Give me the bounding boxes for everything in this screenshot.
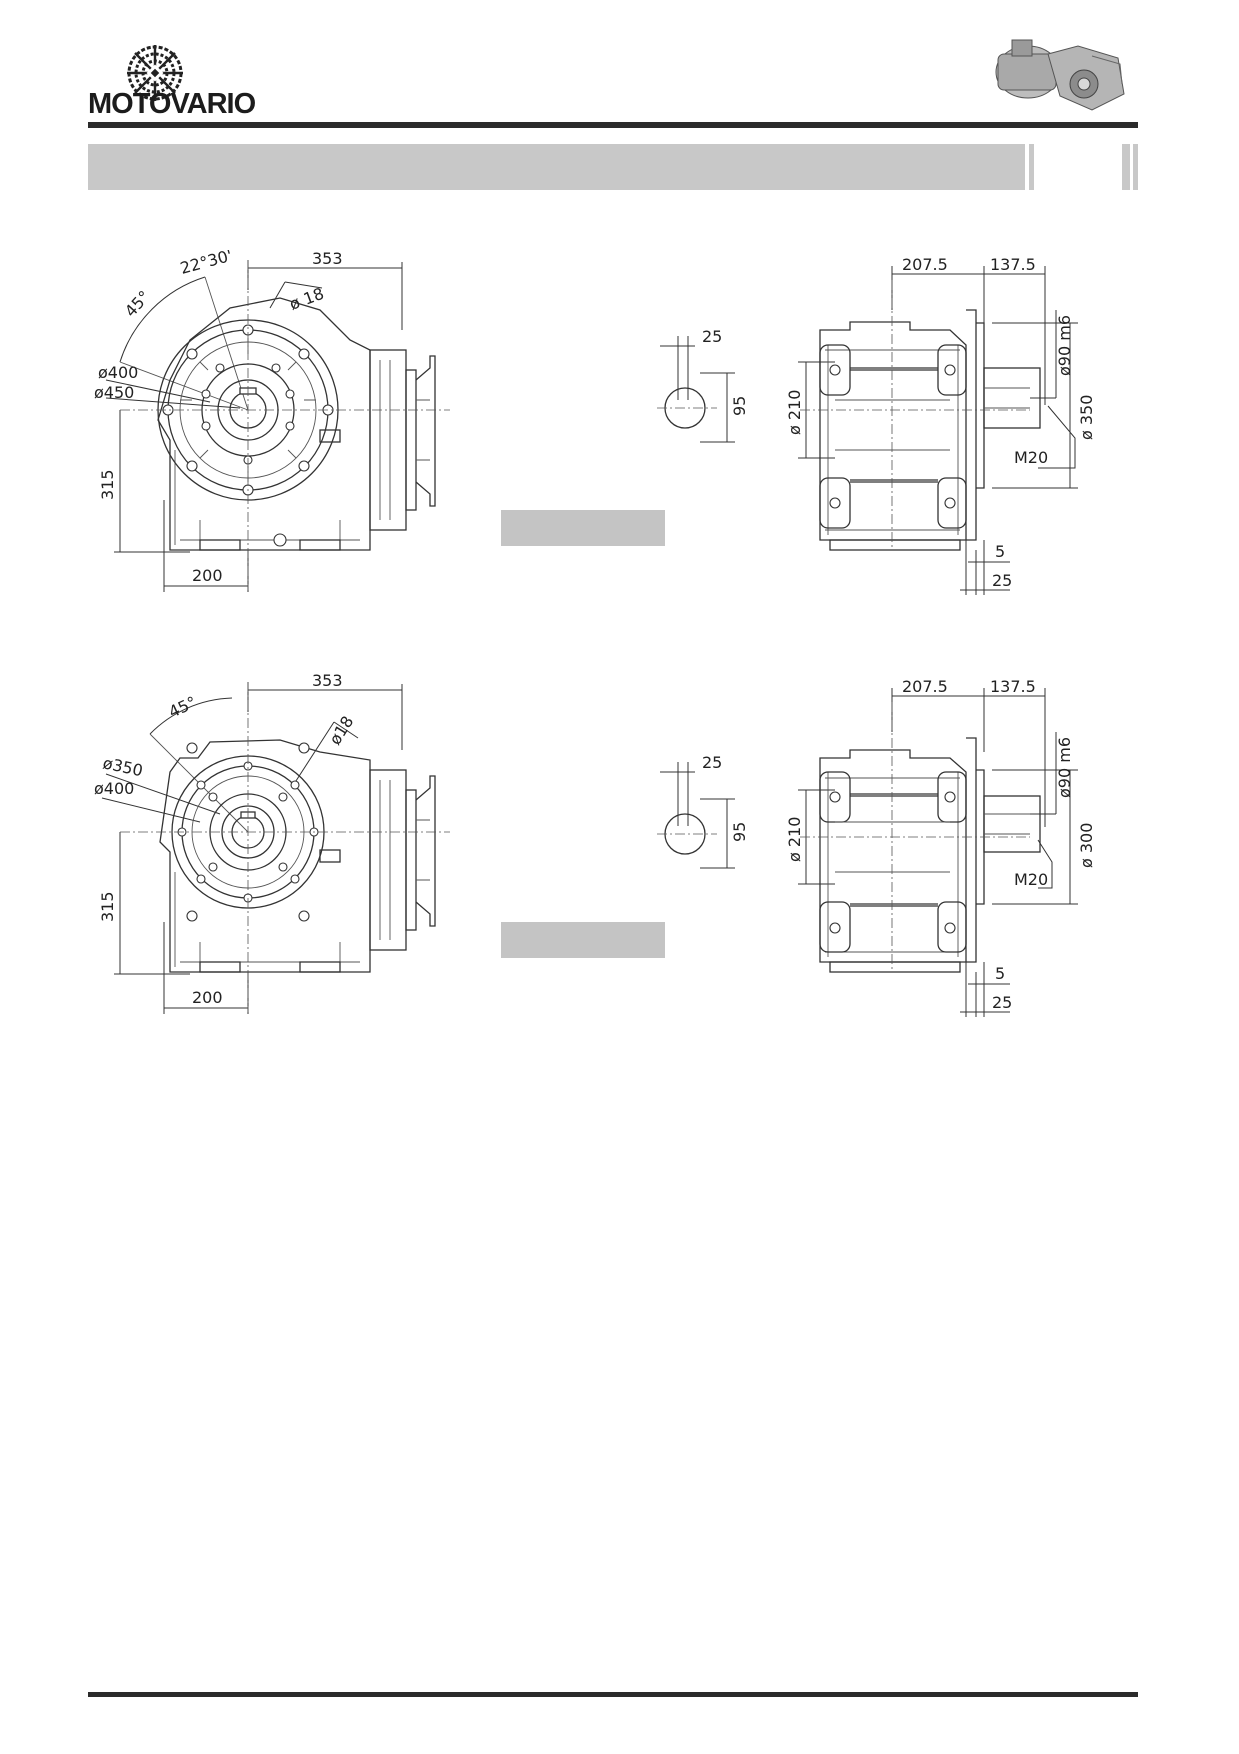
logo-emblem-icon — [127, 45, 183, 101]
title-band-end — [1029, 144, 1034, 190]
shaft-dia-label: ø90 m6 — [1055, 737, 1074, 798]
dim-left-label: 207.5 — [902, 255, 948, 274]
front-view-1: 22°30' 45° 353 ø 18 ø400 ø450 315 200 — [94, 250, 450, 592]
housing-dia-label: ø 210 — [785, 390, 804, 435]
title-band — [88, 144, 1025, 190]
flange-dia-label: ø450 — [94, 383, 134, 402]
dim-left-label: 207.5 — [902, 677, 948, 696]
key-height-label: 95 — [730, 396, 749, 416]
width-left-label: 200 — [192, 566, 223, 585]
dim-5-label: 5 — [995, 542, 1005, 561]
variant-tag-2 — [501, 922, 665, 958]
flange-dia-label: ø400 — [94, 779, 134, 798]
key-width-label: 25 — [702, 327, 722, 346]
height-label: 315 — [98, 891, 117, 922]
bolt-circle-label: ø350 — [101, 753, 144, 780]
angle-label-a: 22°30' — [178, 250, 234, 278]
angle-label-b: 45° — [166, 692, 200, 721]
angle-label-b: 45° — [121, 287, 154, 321]
hole-dia-label: ø 18 — [287, 284, 327, 314]
page-tab — [1122, 144, 1130, 190]
dim-right-label: 137.5 — [990, 255, 1036, 274]
width-right-label: 353 — [312, 250, 343, 268]
key-width-label: 25 — [702, 753, 722, 772]
variant-tag-1 — [501, 510, 665, 546]
product-photo — [995, 39, 1125, 111]
dim-25-label: 25 — [992, 993, 1012, 1012]
side-view-2: 207.5 137.5 ø90 m6 ø 210 ø 300 M20 5 25 — [785, 677, 1096, 1017]
height-label: 315 — [98, 469, 117, 500]
dim-right-label: 137.5 — [990, 677, 1036, 696]
dim-25-label: 25 — [992, 571, 1012, 590]
page-tab-end — [1133, 144, 1138, 190]
flange-dia-label: ø 350 — [1077, 395, 1096, 440]
dim-5-label: 5 — [995, 964, 1005, 983]
brand-name: MOTOVARIO — [88, 88, 256, 120]
key-height-label: 95 — [730, 822, 749, 842]
bolt-circle-label: ø400 — [98, 363, 138, 382]
footer-rule — [88, 1692, 1138, 1697]
shaft-dia-label: ø90 m6 — [1055, 315, 1074, 376]
housing-dia-label: ø 210 — [785, 817, 804, 862]
width-right-label: 353 — [312, 672, 343, 690]
width-left-label: 200 — [192, 988, 223, 1007]
flange-dia-label: ø 300 — [1077, 823, 1096, 868]
hole-dia-label: ø18 — [325, 712, 357, 748]
side-view-1: 207.5 137.5 ø90 m6 ø 210 ø 350 M20 5 25 — [785, 255, 1096, 595]
front-view-2: 45° 353 ø18 ø350 ø400 315 200 — [94, 672, 450, 1014]
shaft-section-2: 25 95 — [657, 753, 749, 869]
thread-label: M20 — [1014, 870, 1048, 889]
header-rule — [88, 122, 1138, 128]
brand-logo: MOTOVARIO — [88, 42, 263, 122]
shaft-section-1: 25 95 — [657, 327, 749, 443]
thread-label: M20 — [1014, 448, 1048, 467]
